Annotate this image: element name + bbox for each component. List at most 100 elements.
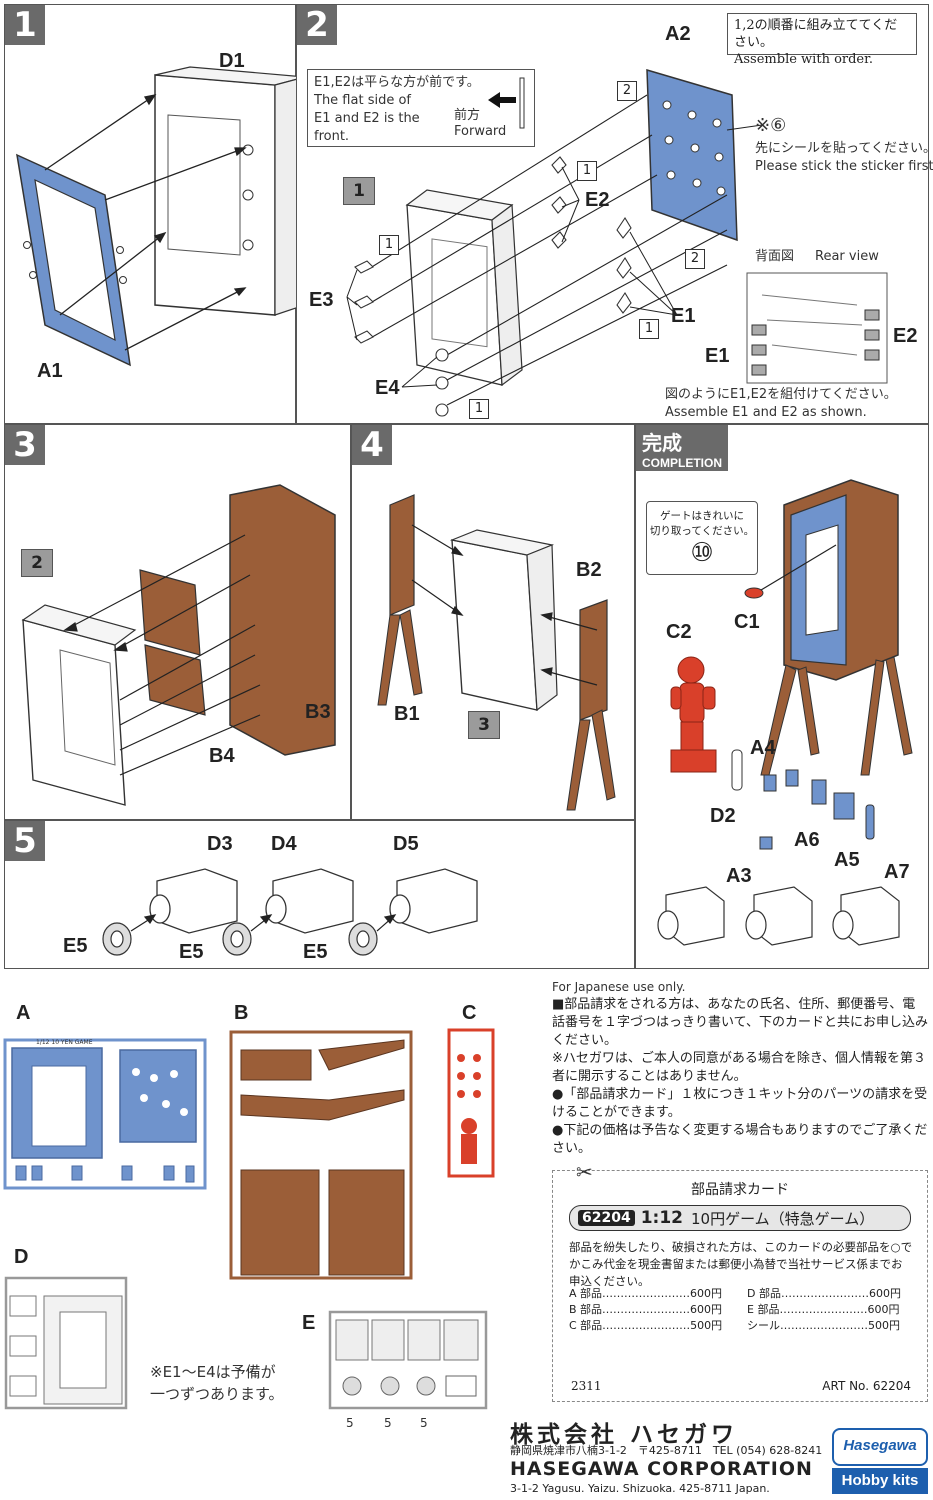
order-mark-2b: 2	[685, 249, 705, 269]
sprue-a-tag: 1/12 10 YEN GAME	[36, 1039, 93, 1046]
part-label-a5: A5	[834, 849, 860, 871]
subassembly-badge-2: 2	[21, 549, 53, 577]
step2-diagram	[346, 68, 888, 417]
part-label-e1: E1	[671, 305, 696, 327]
part-label-d2: D2	[710, 805, 736, 827]
rear-view-en: Rear view	[815, 249, 879, 264]
part-label-a1: A1	[37, 360, 63, 382]
part-label-e3: E3	[309, 289, 334, 311]
step-3-panel: 3 2 B3 B4	[4, 424, 351, 820]
step-number: 2	[297, 5, 337, 45]
order-mark-1b: 1	[379, 235, 399, 255]
sprue-letter-a: A	[16, 1002, 31, 1024]
assemble-order-en: Assemble with order.	[734, 52, 874, 67]
japan-note-3: ●「部品請求カード」１枚につき１キット分のパーツの請求を受けることができます。	[552, 1087, 928, 1120]
step-number: 4	[352, 425, 392, 465]
forward-arrow-icon	[488, 77, 525, 129]
part-label-e1-rear: E1	[705, 345, 730, 367]
assemble-order-jp: 1,2の順番に組み立ててください。	[734, 18, 898, 50]
sprue-e-diagram	[328, 1310, 488, 1410]
part-label-e2-rear: E2	[893, 325, 918, 347]
japan-note-2: ※ハセガワは、ご本人の同意がある場合を除き、個人情報を第３者に開示することはあり…	[552, 1051, 926, 1084]
japan-note-1: ■部品請求をされる方は、あなたの氏名、住所、郵便番号、電話番号を１字づつはっきり…	[552, 997, 928, 1048]
part-label-e2: E2	[585, 189, 610, 211]
step-2-panel: 2 1,2の順番に組み立ててください。 Assemble with order.…	[296, 4, 933, 424]
part-label-d5: D5	[393, 833, 419, 855]
spare-note-2: 一つずつあります。	[150, 1385, 284, 1403]
completion-header: 完成 COMPLETION	[636, 425, 728, 471]
part-label-a6: A6	[794, 829, 820, 851]
part-label-b4: B4	[209, 745, 235, 767]
completion-title-en: COMPLETION	[642, 456, 722, 470]
parts-card-product: 10円ゲーム（特急ゲーム）	[691, 1209, 875, 1228]
sprue-letter-c: C	[462, 1002, 477, 1024]
completion-title-jp: 完成	[642, 431, 682, 455]
price-sticker: シール……………………500円	[747, 1319, 900, 1332]
step-5-panel: 5 D3 D4 D5 E5 E5 E5	[4, 820, 635, 969]
forward-jp: 前方	[454, 108, 481, 123]
sprue-d-diagram	[4, 1276, 128, 1410]
sprue-letter-e: E	[302, 1312, 316, 1334]
rear-view-jp: 背面図	[755, 249, 795, 264]
flat-note-line-1: E1,E2は平らな方が前です。	[314, 75, 480, 90]
flat-note-line-3: E1 and E2 is the	[314, 111, 420, 126]
part-label-c1: C1	[734, 611, 760, 633]
price-c: C 部品……………………500円	[569, 1319, 723, 1332]
part-label-b2: B2	[576, 559, 602, 581]
parts-card-title: 部品請求カード	[691, 1182, 789, 1198]
order-mark-1d: 1	[469, 399, 489, 419]
sprue-letter-d: D	[14, 1246, 29, 1268]
step4-diagram	[377, 494, 616, 811]
assemble-order-note: 1,2の順番に組み立ててください。 Assemble with order.	[727, 13, 917, 67]
gate-note-line-1: ゲートはきれいに	[660, 510, 744, 522]
part-label-d1: D1	[219, 50, 245, 72]
part-label-a7: A7	[884, 861, 910, 883]
parts-card-art-no: ART No. 62204	[822, 1379, 911, 1393]
sprue-c-diagram	[447, 1028, 495, 1178]
completion-panel: 完成 COMPLETION ゲートはきれいに 切り取ってください。 ⑩	[635, 424, 929, 969]
gate-number: ⑩	[690, 538, 714, 568]
step3-diagram	[21, 484, 336, 806]
sprue-letter-b: B	[234, 1002, 249, 1024]
part-label-d4: D4	[271, 833, 297, 855]
sprue-a-diagram	[3, 1038, 207, 1190]
assemble-shown-jp: 図のようにE1,E2を組付けてください。	[665, 387, 897, 402]
parts-card: 部品請求カード 62204 1:12 10円ゲーム（特急ゲーム） 部品を紛失した…	[552, 1170, 928, 1402]
part-label-b3: B3	[305, 701, 331, 723]
hasegawa-logo: Hasegawa Hobby kits	[832, 1428, 928, 1494]
japan-note-4: ●下記の価格は予告なく変更する場合もありますのでご了承ください。	[552, 1123, 928, 1156]
sticker-mark: ※⑥	[755, 115, 787, 136]
japan-notes: For Japanese use only. ■部品請求をされる方は、あなたの氏…	[552, 980, 928, 1158]
step-1-panel: 1 D1 A1	[4, 4, 306, 424]
step-4-panel: 4 B2 B1 3	[351, 424, 635, 820]
assemble-shown-en: Assemble E1 and E2 as shown.	[665, 405, 867, 420]
price-d: D 部品……………………600円	[747, 1287, 901, 1300]
spare-note-1: ※E1〜E4は予備が	[150, 1363, 276, 1381]
sprue-e-num-1: 5	[346, 1416, 354, 1430]
parts-card-desc: 部品を紛失したり、破損された方は、このカードの必要部品を○でかこみ代金を現金書留…	[569, 1240, 913, 1288]
order-mark-1c: 1	[639, 319, 659, 339]
sticker-note-en: Please stick the sticker first.	[755, 159, 933, 174]
gate-note-line-2: 切り取ってください。	[649, 525, 755, 537]
part-label-e5-2: E5	[179, 941, 204, 963]
flat-side-note: E1,E2は平らな方が前です。 The flat side of E1 and …	[307, 69, 535, 147]
order-mark-1: 1	[577, 161, 597, 181]
price-e: E 部品……………………600円	[747, 1303, 900, 1316]
order-mark-2: 2	[617, 81, 637, 101]
subassembly-badge-1: 1	[343, 177, 375, 205]
part-label-b1: B1	[394, 703, 420, 725]
flat-note-line-2: The flat side of	[314, 93, 411, 108]
parts-card-date-code: 2311	[571, 1379, 602, 1393]
logo-top: Hasegawa	[832, 1428, 928, 1466]
step-number: 1	[5, 5, 45, 45]
company-address-en: 3-1-2 Yagusu. Yaizu. Shizuoka. 425-8711 …	[510, 1482, 770, 1495]
gate-note: ゲートはきれいに 切り取ってください。 ⑩	[646, 501, 758, 575]
flat-note-line-4: front.	[314, 129, 350, 144]
subassembly-badge-3: 3	[468, 711, 500, 739]
company-address-jp: 静岡県焼津市八楠3-1-2 〒425-8711 TEL (054) 628-82…	[510, 1444, 823, 1457]
sprue-e-num-3: 5	[420, 1416, 428, 1430]
forward-en: Forward	[454, 124, 507, 139]
part-label-a2: A2	[665, 23, 691, 45]
parts-card-scale: 1:12	[640, 1208, 684, 1228]
step5-diagram	[102, 868, 478, 956]
